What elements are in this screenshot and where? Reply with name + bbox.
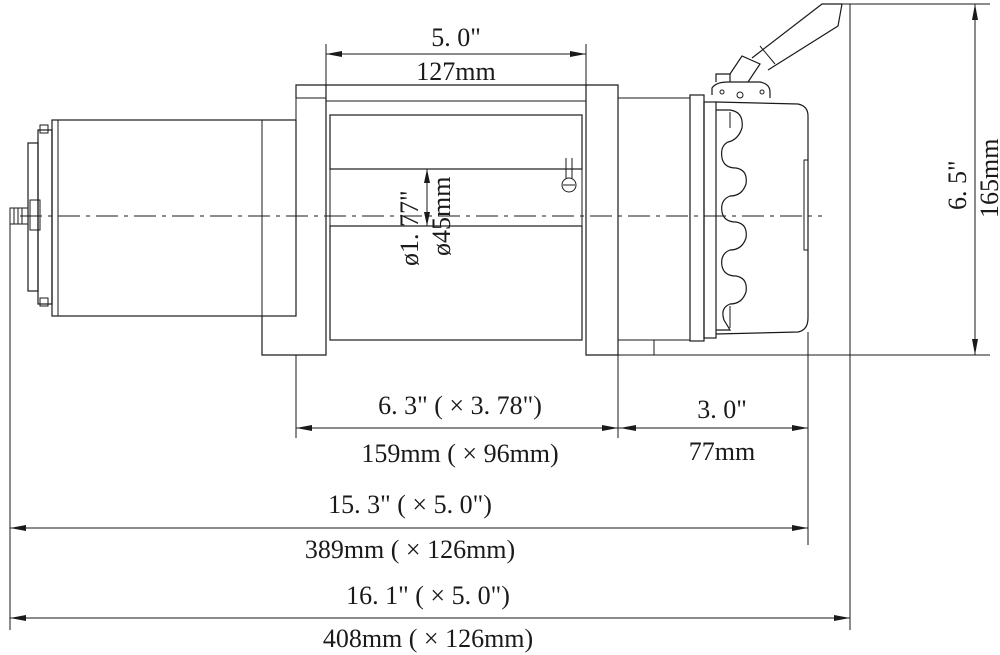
- dim-overall-2: 16. 1" ( × 5. 0") 408mm ( × 126mm): [10, 4, 851, 653]
- cable-drum: [329, 114, 583, 341]
- dim-drum-diameter: ø1. 77" ø45mm: [395, 169, 456, 266]
- overall1-in: 15. 3" ( × 5. 0"): [328, 490, 492, 519]
- overall2-in: 16. 1" ( × 5. 0"): [346, 581, 510, 610]
- gear-end-bracket: [585, 84, 690, 356]
- gearbox-housing: [689, 94, 809, 342]
- overall1-mm: 389mm ( × 126mm): [305, 535, 515, 564]
- dim-motor: 6. 3" ( × 3. 78") 159mm ( × 96mm): [295, 355, 619, 468]
- clutch-lever: [711, 3, 843, 99]
- drum-diameter-mm: ø45mm: [427, 177, 456, 256]
- dim-gearbox: 3. 0" 77mm: [618, 332, 809, 545]
- gearbox-in: 3. 0": [697, 395, 747, 424]
- tie-bar: [326, 84, 586, 102]
- gearbox-mm: 77mm: [689, 437, 755, 466]
- drum-length-mm: 127mm: [416, 57, 495, 86]
- motor-mm: 159mm ( × 96mm): [361, 439, 558, 468]
- motor-housing: [51, 119, 297, 317]
- dim-drum-length: 5. 0" 127mm: [325, 23, 587, 86]
- dimension-lines: 5. 0" 127mm ø1. 77" ø45mm 6. 5" 165mm: [9, 3, 1000, 653]
- height-mm: 165mm: [975, 139, 1000, 218]
- anchor-bolt: [561, 158, 577, 193]
- motor-in: 6. 3" ( × 3. 78"): [378, 391, 542, 420]
- drum-diameter-in: ø1. 77": [395, 190, 424, 266]
- dim-height: 6. 5" 165mm: [654, 3, 1000, 356]
- motor-end-bracket: [261, 84, 327, 356]
- drum-length-in: 5. 0": [431, 23, 481, 52]
- height-in: 6. 5": [943, 160, 972, 210]
- overall2-mm: 408mm ( × 126mm): [323, 624, 533, 653]
- dim-overall-1: 15. 3" ( × 5. 0") 389mm ( × 126mm): [9, 224, 808, 630]
